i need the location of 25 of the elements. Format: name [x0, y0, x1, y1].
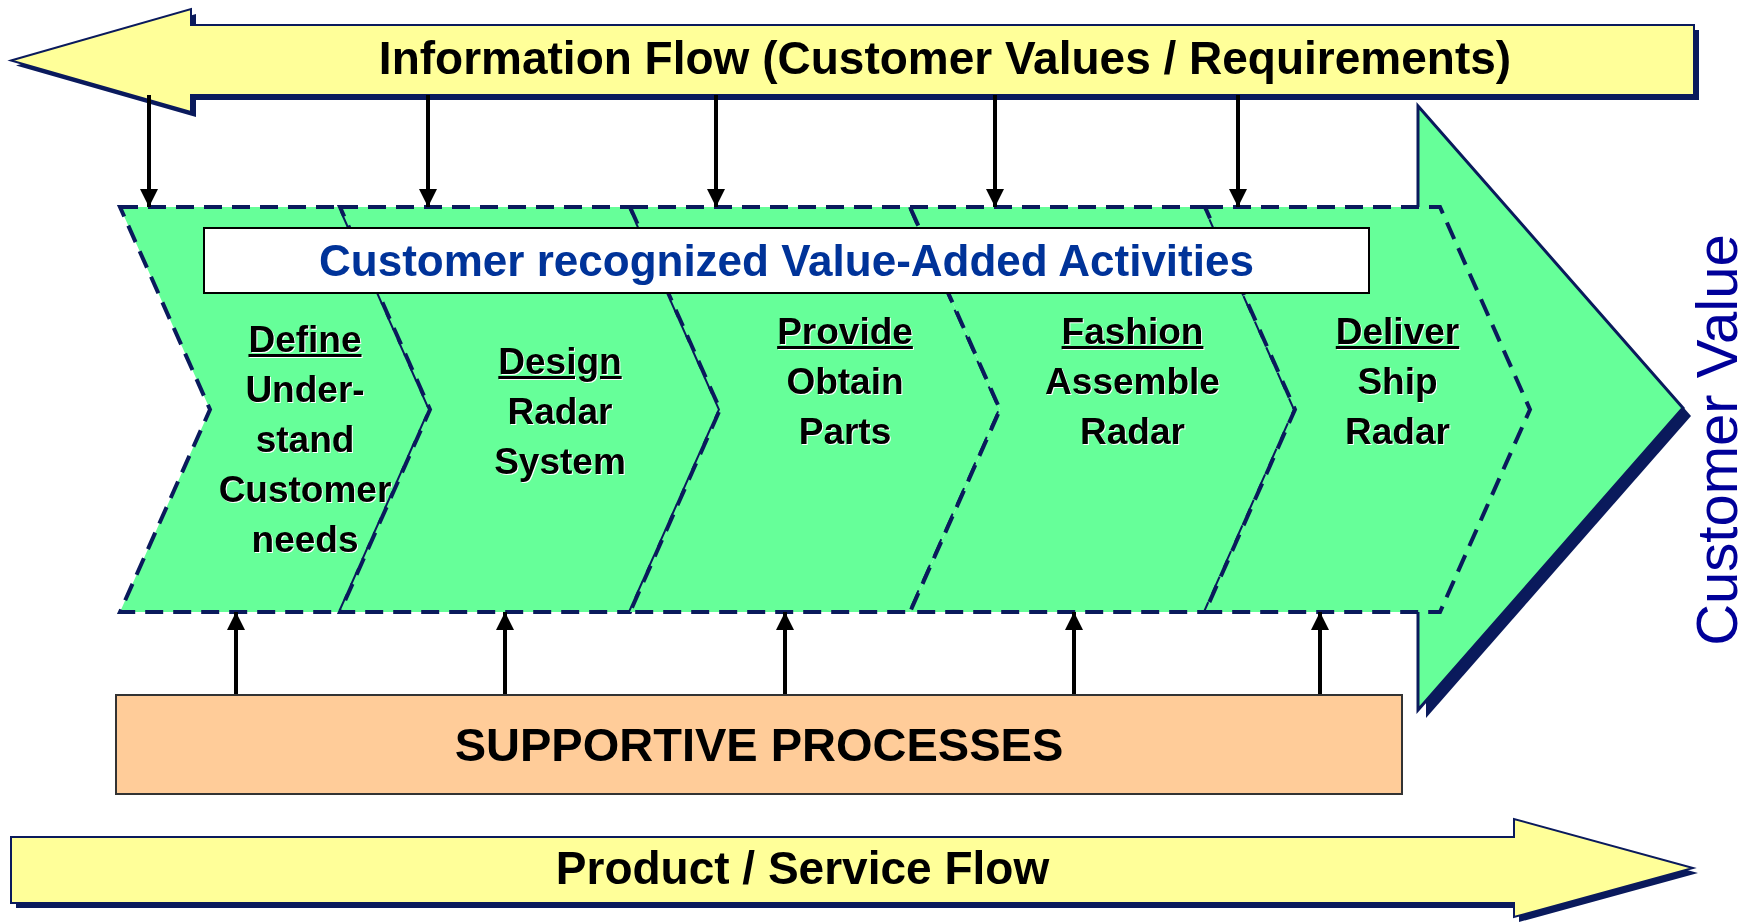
step-title: Provide: [777, 310, 913, 354]
arrow: [986, 95, 1004, 207]
step-description: Radar System: [493, 390, 627, 484]
vertical-label: Customer Value: [1682, 234, 1750, 646]
process-box: SUPPORTIVE PROCESSES: [115, 694, 1403, 795]
arrow: [707, 95, 725, 207]
step-description: Obtain Parts: [785, 360, 905, 454]
flow-label: Product / Service Flow: [554, 841, 1051, 895]
step-title: Fashion: [1061, 310, 1204, 354]
step-title: Define: [248, 318, 362, 362]
flow-arrow: [11, 819, 1699, 923]
step-description: Ship Radar: [1344, 360, 1451, 454]
activities-header: Customer recognized Value-Added Activities: [203, 227, 1370, 294]
arrow: [496, 612, 514, 694]
step-title: Deliver: [1335, 310, 1460, 354]
arrow: [227, 612, 245, 694]
arrow: [1065, 612, 1083, 694]
arrow: [140, 95, 158, 207]
step-title: Design: [498, 340, 622, 384]
arrow: [419, 95, 437, 207]
arrow: [1311, 612, 1329, 694]
step-description: Under- stand Customer needs: [217, 368, 393, 562]
step-description: Assemble Radar: [1044, 360, 1221, 454]
arrow: [1229, 95, 1247, 207]
arrow: [776, 612, 794, 694]
